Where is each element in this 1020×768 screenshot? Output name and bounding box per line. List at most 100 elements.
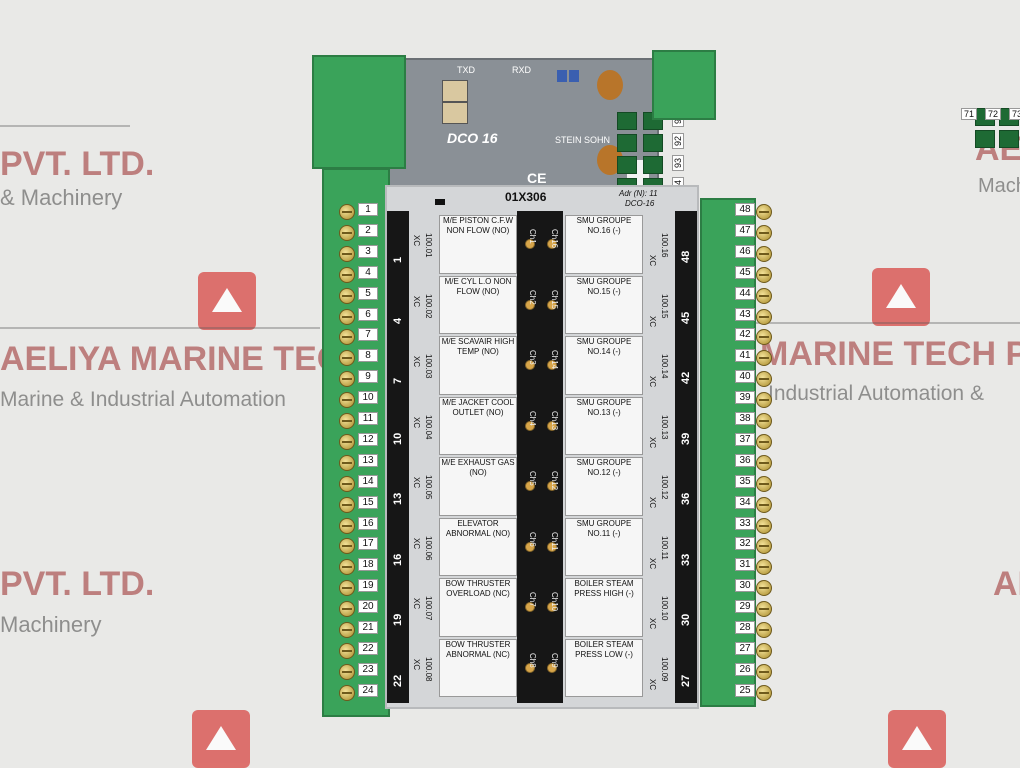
terminal-number: 22 (358, 641, 378, 655)
terminal-number: 9 (358, 370, 378, 384)
terminal-screw[interactable] (339, 413, 355, 429)
watermark-logo-bottom-left (192, 710, 250, 768)
channel-id-right: Ch10 (550, 592, 559, 612)
terminal-screw[interactable] (339, 663, 355, 680)
channel-label-left: M/E JACKET COOL OUTLET (NO) (439, 396, 517, 455)
terminal-screw[interactable] (756, 475, 772, 492)
terminal-screw[interactable] (339, 329, 355, 346)
terminal-number: 19 (358, 579, 378, 593)
terminal-screw[interactable] (756, 371, 772, 388)
label-plate: 01X306 Adr (N): 11 DCO-16 M/E PISTON C.F… (385, 185, 699, 709)
terminal-port[interactable] (617, 112, 637, 130)
terminal-number-group: 33 (680, 553, 692, 566)
terminal-screw[interactable] (756, 433, 772, 450)
terminal-screw[interactable] (756, 684, 772, 701)
terminal-number: 7 (358, 328, 378, 342)
terminal-screw[interactable] (756, 496, 772, 513)
terminal-screw[interactable] (339, 204, 355, 220)
channel-address-left: 100.05 (424, 475, 433, 500)
watermark-brand-left: AELIYA MARINE TECH (0, 340, 366, 378)
terminal-screw[interactable] (339, 245, 355, 262)
channel-led (525, 360, 535, 370)
terminal-screw[interactable] (756, 559, 772, 576)
terminal-screw[interactable] (339, 496, 355, 513)
terminal-screw[interactable] (756, 538, 772, 555)
terminal-number: 39 (735, 391, 755, 405)
terminal-port[interactable] (999, 130, 1019, 148)
channel-address-right: 100.10 (660, 596, 669, 621)
terminal-port[interactable] (643, 134, 663, 152)
terminal-port[interactable] (617, 156, 637, 174)
channel-id-right: Ch11 (550, 531, 559, 551)
terminal-screw[interactable] (756, 454, 772, 471)
terminal-screw[interactable] (339, 287, 355, 304)
terminal-number-group: 45 (680, 311, 692, 324)
channel-id-right: Ch12 (550, 471, 559, 491)
terminal-port[interactable] (643, 156, 663, 174)
terminal-screw[interactable] (756, 350, 772, 367)
dip-switch[interactable] (435, 199, 445, 205)
terminal-number: 24 (358, 683, 378, 697)
terminal-screw[interactable] (756, 622, 772, 638)
terminal-screw[interactable] (339, 392, 355, 409)
terminal-number-group: 42 (680, 371, 692, 384)
terminal-screw[interactable] (339, 266, 355, 283)
watermark-rule (0, 125, 130, 127)
terminal-screw[interactable] (339, 538, 355, 555)
terminal-screw[interactable] (339, 350, 355, 367)
terminal-number: 36 (735, 453, 755, 467)
terminal-screw[interactable] (339, 622, 355, 638)
terminal-screw[interactable] (756, 245, 772, 262)
terminal-number: 38 (735, 412, 755, 425)
channel-xc-left: XC (412, 356, 421, 368)
terminal-number-group: 13 (392, 492, 404, 505)
terminal-screw[interactable] (756, 413, 772, 429)
terminal-screw[interactable] (339, 517, 355, 534)
terminal-screw[interactable] (756, 329, 772, 346)
terminal-screw[interactable] (756, 392, 772, 409)
channel-label-right: SMU GROUPE NO.16 (-) (565, 215, 643, 274)
terminal-screw[interactable] (339, 601, 355, 618)
terminal-screw[interactable] (756, 663, 772, 680)
terminal-screw[interactable] (339, 454, 355, 471)
channel-label-left: M/E SCAVAIR HIGH TEMP (NO) (439, 336, 517, 395)
terminal-number: 32 (735, 537, 755, 551)
terminal-number-group: 10 (392, 432, 404, 445)
channel-led-strip (517, 211, 563, 703)
channel-label-left: BOW THRUSTER ABNORMAL (NC) (439, 638, 517, 697)
watermark-machinery-left-2: Machinery (0, 612, 102, 637)
terminal-screw[interactable] (756, 642, 772, 659)
terminal-number: 21 (358, 621, 378, 634)
address-line-1: Adr (N): 11 (619, 189, 658, 198)
channel-xc-right: XC (648, 376, 657, 388)
watermark-brand-right: MARINE TECH P (760, 335, 1020, 373)
terminal-screw[interactable] (756, 580, 772, 597)
channel-xc-right: XC (648, 678, 657, 690)
terminal-port[interactable] (617, 134, 637, 152)
terminal-number: 27 (735, 641, 755, 655)
terminal-screw[interactable] (756, 601, 772, 618)
terminal-number: 5 (358, 286, 378, 300)
terminal-screw[interactable] (339, 559, 355, 576)
terminal-number: 23 (358, 662, 378, 676)
terminal-screw[interactable] (756, 204, 772, 220)
terminal-screw[interactable] (756, 266, 772, 283)
terminal-screw[interactable] (756, 517, 772, 534)
terminal-port[interactable] (975, 130, 995, 148)
channel-xc-right: XC (648, 255, 657, 267)
terminal-screw[interactable] (339, 308, 355, 325)
terminal-screw[interactable] (339, 475, 355, 492)
terminal-screw[interactable] (756, 287, 772, 304)
terminal-screw[interactable] (339, 371, 355, 388)
channel-label-right: BOILER STEAM PRESS HIGH (-) (565, 578, 643, 637)
terminal-rail-left (322, 168, 390, 717)
channel-xc-right: XC (648, 436, 657, 448)
terminal-screw[interactable] (756, 308, 772, 325)
terminal-screw[interactable] (339, 224, 355, 241)
channel-led (525, 420, 535, 431)
terminal-screw[interactable] (756, 224, 772, 241)
terminal-screw[interactable] (339, 642, 355, 659)
terminal-screw[interactable] (339, 580, 355, 597)
terminal-screw[interactable] (339, 684, 355, 701)
terminal-screw[interactable] (339, 433, 355, 450)
